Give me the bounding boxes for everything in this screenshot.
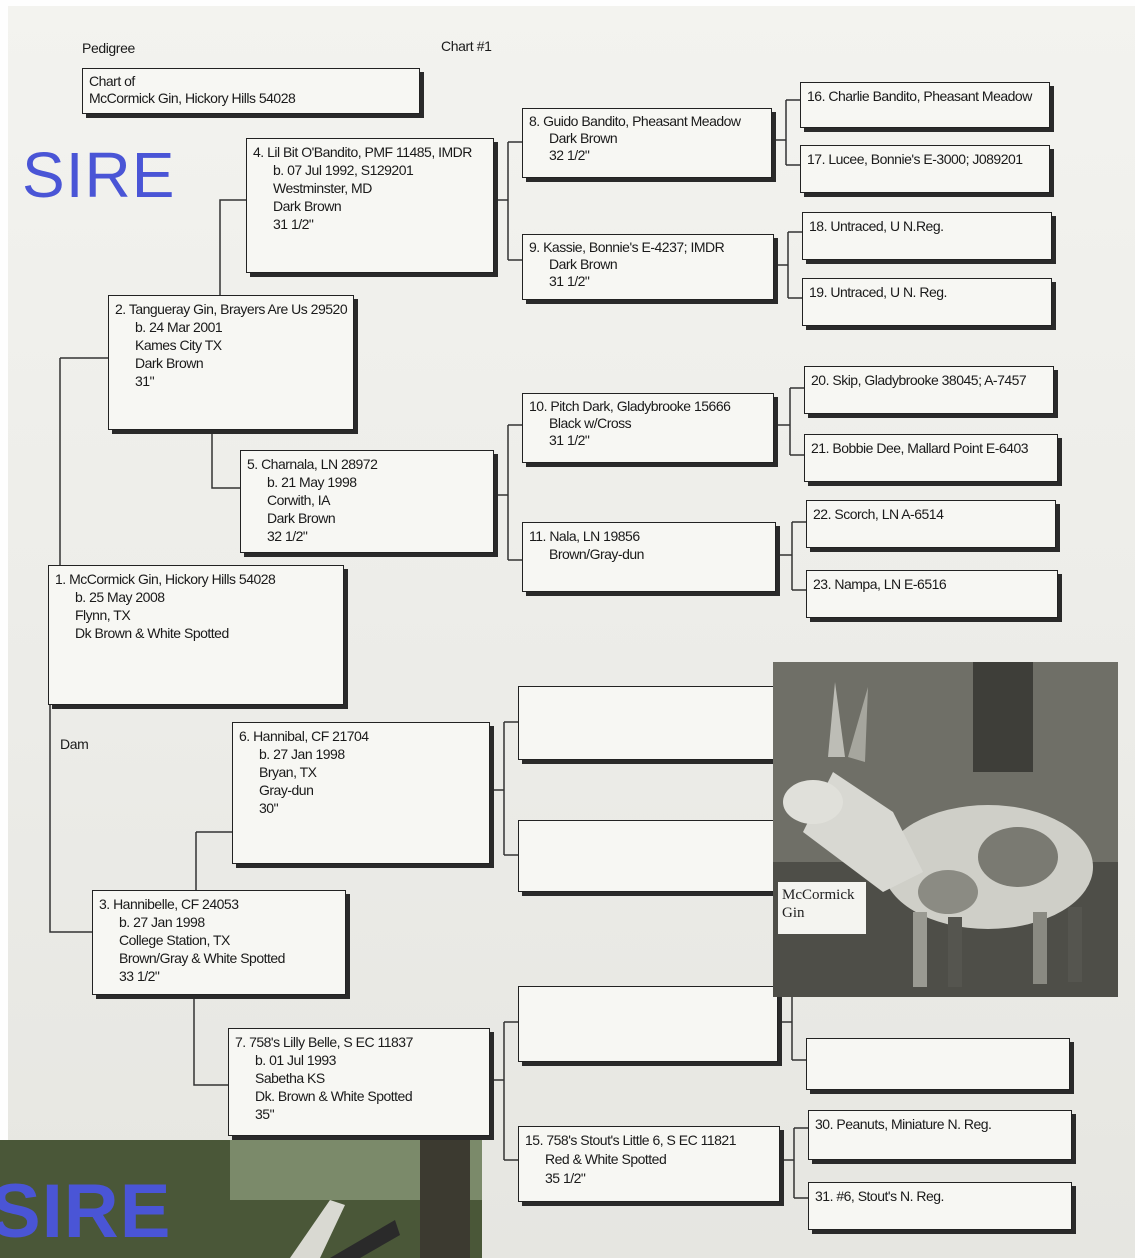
entry-height: 31" <box>135 373 155 389</box>
entry-height: 31 1/2" <box>549 273 590 289</box>
entry-name: 19. Untraced, U N. Reg. <box>809 284 947 300</box>
entry-height: 35 1/2" <box>545 1170 586 1186</box>
entry-height: 32 1/2" <box>267 528 308 544</box>
donkey-photo <box>773 662 1118 997</box>
entry-name: 10. Pitch Dark, Gladybrooke 15666 <box>529 398 731 414</box>
entry-height: 31 1/2" <box>273 216 314 232</box>
entry-birth: b. 27 Jan 1998 <box>259 746 345 762</box>
entry-color: Dark Brown <box>135 355 204 371</box>
entry-name: 18. Untraced, U N.Reg. <box>809 218 944 234</box>
entry-name: 21. Bobbie Dee, Mallard Point E-6403 <box>811 440 1029 456</box>
entry-color: Black w/Cross <box>549 415 632 431</box>
entry-color: Dk Brown & White Spotted <box>75 625 229 641</box>
entry-1: 1. McCormick Gin, Hickory Hills 54028 b.… <box>48 565 344 705</box>
entry-31: 31. #6, Stout's N. Reg. <box>808 1182 1072 1230</box>
entry-name: 7. 758's Lilly Belle, S EC 11837 <box>235 1034 413 1050</box>
entry-13-empty <box>518 820 776 892</box>
entry-birth: b. 07 Jul 1992, S129201 <box>273 162 414 178</box>
dam-label: Dam <box>60 736 89 752</box>
thumbnail-illustration <box>0 1140 482 1258</box>
entry-9: 9. Kassie, Bonnie's E-4237; IMDR Dark Br… <box>522 234 774 300</box>
entry-height: 31 1/2" <box>549 432 590 448</box>
entry-name: 16. Charlie Bandito, Pheasant Meadow <box>807 88 1032 104</box>
entry-birth: b. 25 May 2008 <box>75 589 165 605</box>
donkey-photo-illustration <box>773 662 1118 997</box>
entry-birth: b. 21 May 1998 <box>267 474 357 490</box>
entry-birth: b. 27 Jan 1998 <box>119 914 205 930</box>
entry-name: 22. Scorch, LN A-6514 <box>813 506 944 522</box>
entry-birth: b. 01 Jul 1993 <box>255 1052 336 1068</box>
chart-number: Chart #1 <box>441 38 492 54</box>
chart-of-label: Chart of <box>89 73 135 89</box>
entry-place: Flynn, TX <box>75 607 131 623</box>
entry-12-empty <box>518 686 776 760</box>
entry-name: 11. Nala, LN 19856 <box>529 528 640 544</box>
entry-place: Westminster, MD <box>273 180 372 196</box>
entry-color: Dark Brown <box>273 198 342 214</box>
entry-name: 3. Hannibelle, CF 24053 <box>99 896 239 912</box>
thumbnail-sire-text: SIRE <box>0 1169 172 1254</box>
entry-color: Red & White Spotted <box>545 1151 667 1167</box>
entry-14-empty <box>518 986 778 1062</box>
entry-place: Sabetha KS <box>255 1070 325 1086</box>
entry-2: 2. Tangueray Gin, Brayers Are Us 29520 b… <box>108 295 354 430</box>
entry-name: 4. Lil Bit O'Bandito, PMF 11485, IMDR <box>253 144 472 160</box>
entry-3: 3. Hannibelle, CF 24053 b. 27 Jan 1998 C… <box>92 890 346 995</box>
entry-birth: b. 24 Mar 2001 <box>135 319 223 335</box>
entry-7: 7. 758's Lilly Belle, S EC 11837 b. 01 J… <box>228 1028 490 1136</box>
entry-height: 30" <box>259 800 279 816</box>
entry-color: Gray-dun <box>259 782 314 798</box>
photo-caption: McCormick Gin <box>778 882 866 934</box>
entry-height: 35" <box>255 1106 275 1122</box>
sire-label: SIRE <box>22 139 176 211</box>
entry-15: 15. 758's Stout's Little 6, S EC 11821 R… <box>518 1126 780 1202</box>
entry-place: Bryan, TX <box>259 764 317 780</box>
entry-18: 18. Untraced, U N.Reg. <box>802 212 1052 260</box>
entry-place: Corwith, IA <box>267 492 330 508</box>
entry-6: 6. Hannibal, CF 21704 b. 27 Jan 1998 Bry… <box>232 722 490 864</box>
entry-20: 20. Skip, Gladybrooke 38045; A-7457 <box>804 366 1054 414</box>
entry-4: 4. Lil Bit O'Bandito, PMF 11485, IMDR b.… <box>246 138 494 273</box>
pedigree-label: Pedigree <box>82 40 135 56</box>
entry-22: 22. Scorch, LN A-6514 <box>806 500 1056 548</box>
entry-place: College Station, TX <box>119 932 230 948</box>
entry-color: Brown/Gray & White Spotted <box>119 950 285 966</box>
entry-29-empty <box>806 1038 1070 1090</box>
entry-color: Dark Brown <box>549 130 618 146</box>
chart-of-box: Chart of McCormick Gin, Hickory Hills 54… <box>82 68 420 114</box>
entry-name: 5. Charnala, LN 28972 <box>247 456 378 472</box>
entry-place: Kames City TX <box>135 337 222 353</box>
entry-name: 31. #6, Stout's N. Reg. <box>815 1188 944 1204</box>
entry-name: 20. Skip, Gladybrooke 38045; A-7457 <box>811 372 1027 388</box>
entry-name: 6. Hannibal, CF 21704 <box>239 728 369 744</box>
entry-color: Dark Brown <box>267 510 336 526</box>
entry-name: 9. Kassie, Bonnie's E-4237; IMDR <box>529 239 725 255</box>
entry-height: 33 1/2" <box>119 968 160 984</box>
chart-of-name: McCormick Gin, Hickory Hills 54028 <box>89 90 296 106</box>
entry-name: 17. Lucee, Bonnie's E-3000; J089201 <box>807 151 1023 167</box>
entry-23: 23. Nampa, LN E-6516 <box>806 570 1058 618</box>
entry-5: 5. Charnala, LN 28972 b. 21 May 1998 Cor… <box>240 450 494 553</box>
entry-height: 32 1/2" <box>549 147 590 163</box>
entry-11: 11. Nala, LN 19856 Brown/Gray-dun <box>522 522 776 592</box>
entry-21: 21. Bobbie Dee, Mallard Point E-6403 <box>804 434 1058 482</box>
entry-name: 1. McCormick Gin, Hickory Hills 54028 <box>55 571 276 587</box>
entry-name: 2. Tangueray Gin, Brayers Are Us 29520 <box>115 301 348 317</box>
entry-color: Dk. Brown & White Spotted <box>255 1088 413 1104</box>
entry-16: 16. Charlie Bandito, Pheasant Meadow <box>800 82 1050 128</box>
entry-name: 15. 758's Stout's Little 6, S EC 11821 <box>525 1132 737 1148</box>
entry-name: 30. Peanuts, Miniature N. Reg. <box>815 1116 992 1132</box>
bottom-thumbnail-image <box>0 1140 482 1258</box>
entry-17: 17. Lucee, Bonnie's E-3000; J089201 <box>800 145 1050 193</box>
entry-30: 30. Peanuts, Miniature N. Reg. <box>808 1110 1072 1160</box>
entry-color: Brown/Gray-dun <box>549 546 644 562</box>
entry-8: 8. Guido Bandito, Pheasant Meadow Dark B… <box>522 108 772 178</box>
entry-19: 19. Untraced, U N. Reg. <box>802 278 1052 326</box>
entry-10: 10. Pitch Dark, Gladybrooke 15666 Black … <box>522 393 774 463</box>
entry-name: 8. Guido Bandito, Pheasant Meadow <box>529 113 741 129</box>
entry-color: Dark Brown <box>549 256 618 272</box>
entry-name: 23. Nampa, LN E-6516 <box>813 576 947 592</box>
